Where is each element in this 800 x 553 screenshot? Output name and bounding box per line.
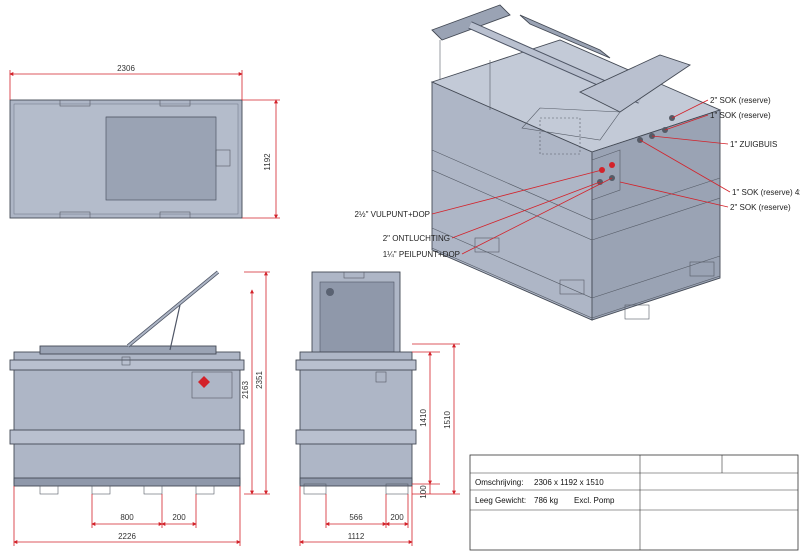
description-value: 2306 x 1192 x 1510 [534, 478, 604, 487]
front-open-height-label: 2351 [255, 371, 264, 389]
description-label: Omschrijving: [475, 478, 523, 487]
weight-note: Excl. Pomp [574, 496, 615, 505]
side-foot-height-label: 100 [419, 485, 428, 499]
top-view: 2306 1192 [9, 64, 280, 219]
callout-1-sok-reserve-4x: 1" SOK (reserve) 4x [732, 188, 800, 197]
callout-zuigbuis: 1" ZUIGBUIS [730, 140, 777, 149]
callout-peilpunt: 1¼" PEILPUNT+DOP [383, 250, 460, 259]
front-lid-height-label: 2163 [241, 381, 250, 399]
callout-ontluchting: 2" ONTLUCHTING [383, 234, 450, 243]
callout-2-sok-reserve-side: 2" SOK (reserve) [730, 203, 791, 212]
callout-1-sok-reserve-top: 1" SOK (reserve) [710, 111, 771, 120]
isometric-view: 2" SOK (reserve) 1" SOK (reserve) 1" ZUI… [354, 4, 800, 321]
callout-vulpunt: 2½" VULPUNT+DOP [354, 210, 430, 219]
side-total-height-label: 1510 [443, 411, 452, 429]
side-foot-spacing-label: 566 [349, 513, 363, 522]
front-view: 2351 2163 800 200 2226 [9, 270, 270, 546]
front-foot-width-label: 200 [172, 513, 186, 522]
front-foot-spacing-label: 800 [120, 513, 134, 522]
top-width-label: 2306 [117, 64, 135, 73]
weight-value: 786 kg [534, 496, 558, 505]
title-block: Omschrijving: 2306 x 1192 x 1510 Leeg Ge… [469, 454, 799, 551]
side-overall-width-label: 1112 [348, 532, 365, 541]
side-body-height-label: 1410 [419, 409, 428, 427]
front-overall-width-label: 2226 [118, 532, 136, 541]
side-foot-width-label: 200 [390, 513, 404, 522]
top-depth-label: 1192 [263, 153, 272, 171]
weight-label: Leeg Gewicht: [475, 496, 526, 505]
side-view: 1410 1510 100 566 200 1112 [295, 271, 460, 546]
callout-2-sok-reserve-top: 2" SOK (reserve) [710, 96, 771, 105]
